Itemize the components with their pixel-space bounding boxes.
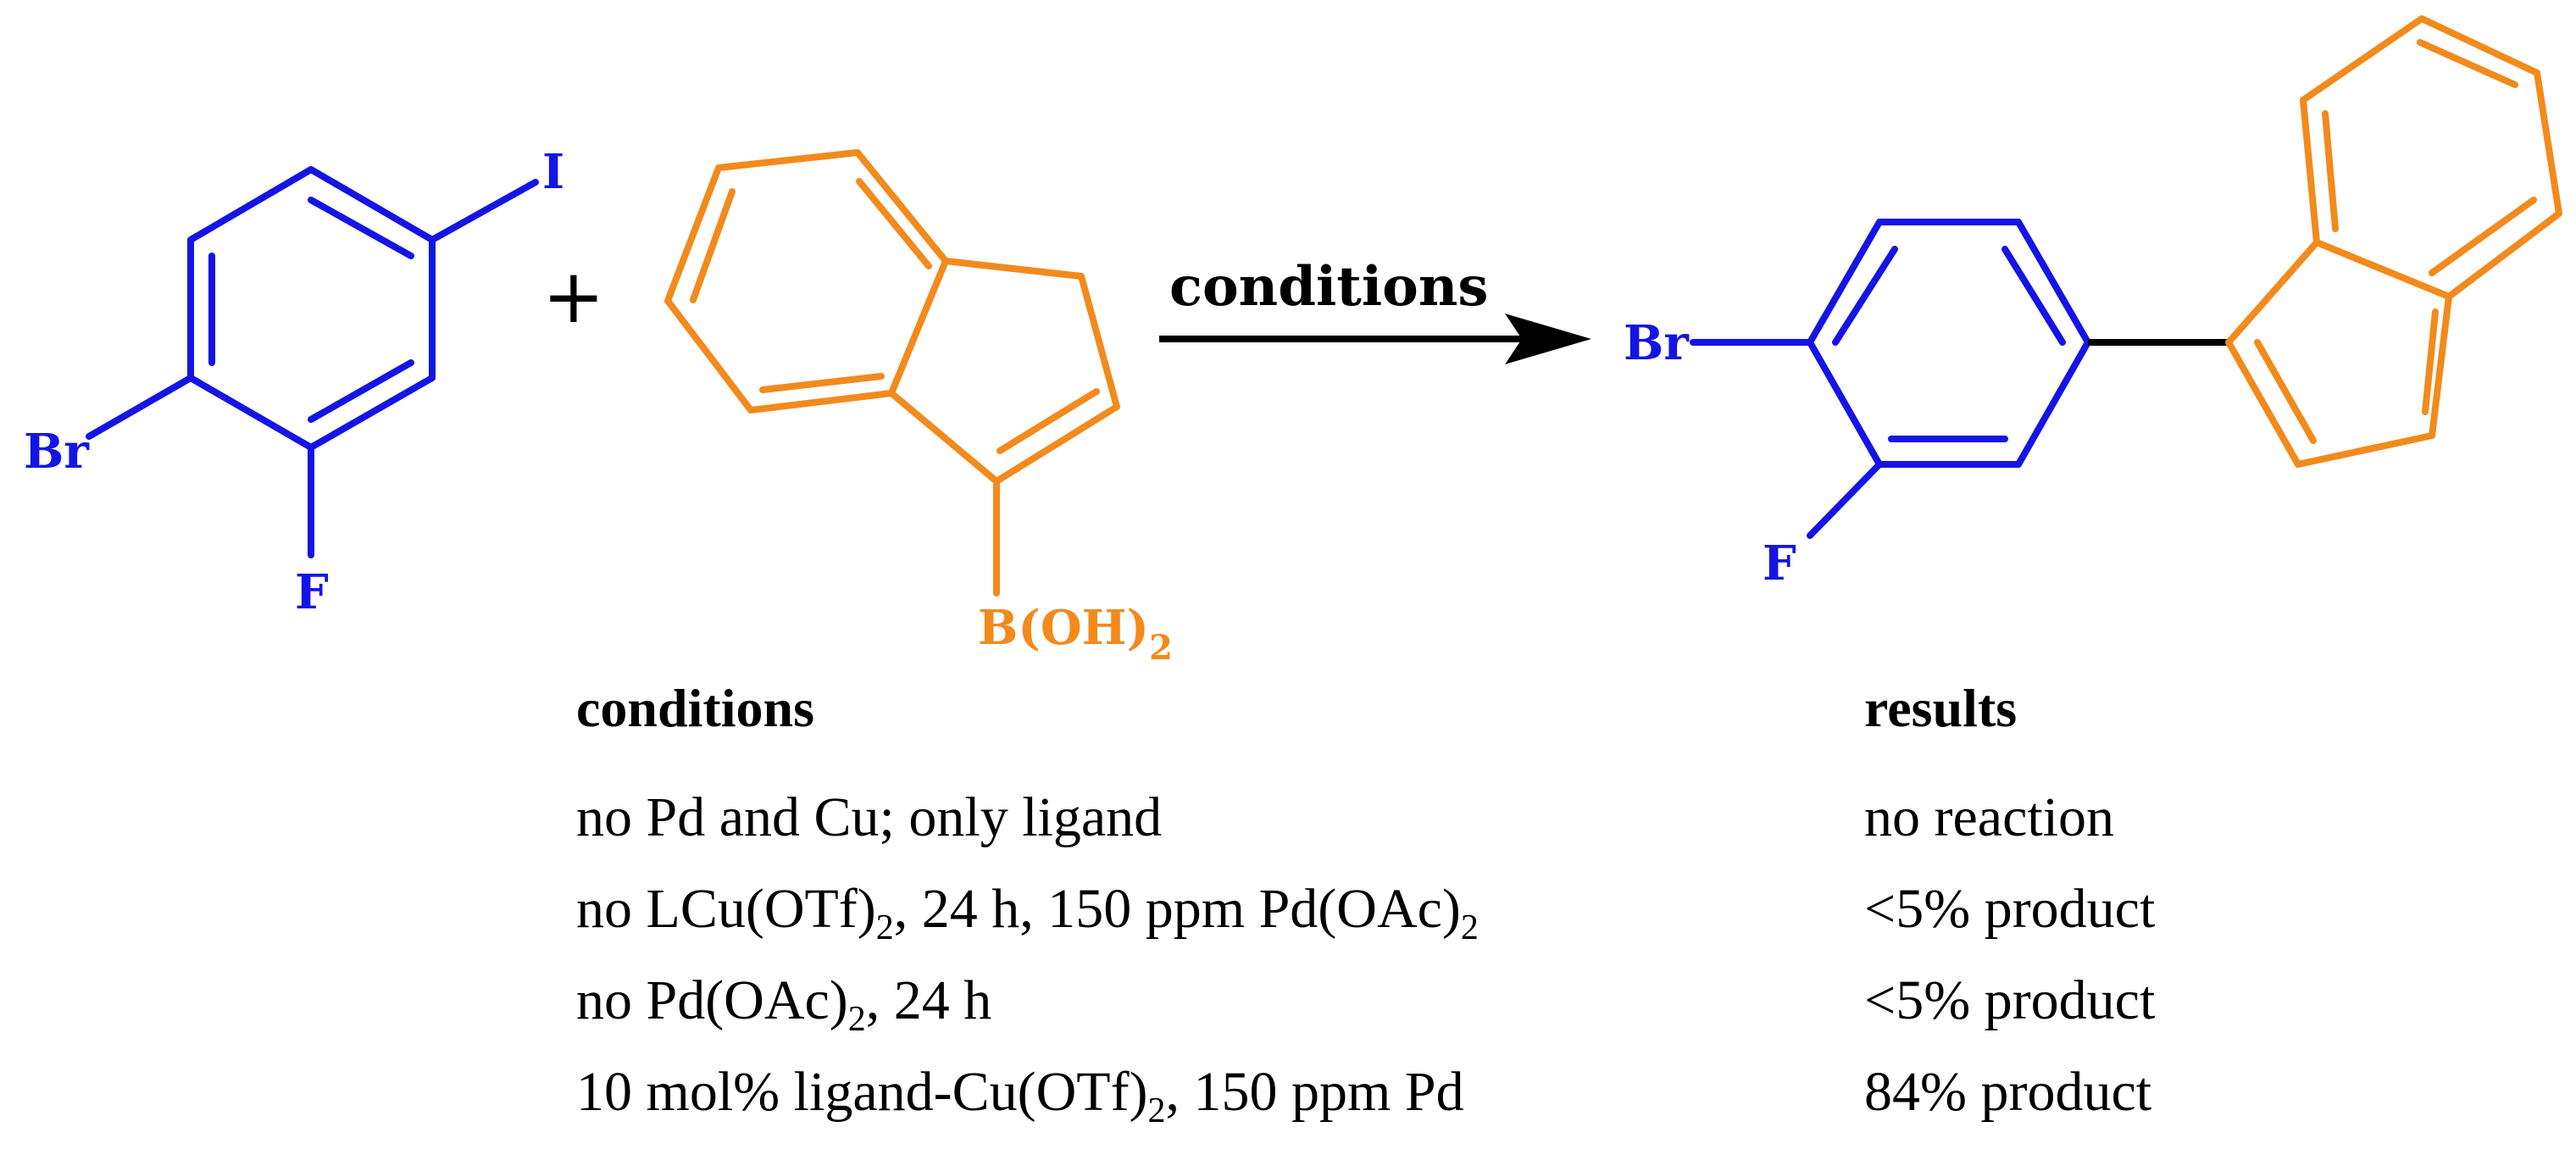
conditions-header: conditions <box>576 678 814 738</box>
reactant-b-double-bond <box>690 188 736 303</box>
bond-to-iodine <box>429 179 539 243</box>
product-b-double-bond <box>2422 308 2439 415</box>
condition-row-2: no LCu(OTf)2, 24 h, 150 ppm Pd(OAc)2 <box>576 878 1479 948</box>
result-row-4: 84% product <box>1864 1061 2152 1123</box>
product-bond-to-fluorine <box>1807 461 1883 539</box>
iodine-label: I <box>542 144 564 200</box>
reactant-b-double-bond <box>997 388 1100 454</box>
results-header: results <box>1864 678 2018 738</box>
result-row-1: no reaction <box>1864 786 2115 848</box>
reaction-scheme: I Br F + B(OH)2 conditions Br F <box>24 15 2562 661</box>
product-a-double-bond <box>1832 246 1898 346</box>
product-b-double-bond <box>2429 197 2537 276</box>
reactant-b-double-bond <box>759 373 885 393</box>
bond-to-bromine <box>86 375 194 440</box>
product-b-five-ring <box>2225 239 2452 468</box>
bromine-label: Br <box>24 424 90 480</box>
boronic-acid-label: B(OH)2 <box>978 600 1173 661</box>
arrow-label: conditions <box>1169 255 1488 319</box>
product-indenyl <box>2225 15 2562 468</box>
fluorine-label: F <box>295 564 329 620</box>
product-a-double-bond <box>2001 246 2066 346</box>
reaction-arrow <box>1159 314 1591 364</box>
condition-row-3: no Pd(OAc)2, 24 h <box>576 969 992 1040</box>
reactant-indenyl-boronic-acid <box>664 149 1120 597</box>
plus-sign: + <box>542 253 605 340</box>
result-row-3: <5% product <box>1864 969 2156 1031</box>
product-b-double-bond <box>2417 39 2518 88</box>
product-aryl-ring <box>1690 219 2091 539</box>
product-b-double-bond <box>2254 339 2317 444</box>
result-row-2: <5% product <box>1864 878 2156 940</box>
condition-row-4: 10 mol% ligand-Cu(OTf)2, 150 ppm Pd <box>576 1061 1464 1131</box>
condition-row-1: no Pd and Cu; only ligand <box>576 786 1163 848</box>
reactant-b-double-bond <box>856 178 932 269</box>
reactant-aryl-iodide <box>86 166 539 558</box>
product-fluorine-label: F <box>1763 536 1796 591</box>
product-bromine-label: Br <box>1624 315 1690 371</box>
reactant-a-double-bond <box>308 197 414 259</box>
reactant-b-five-ring <box>888 258 1120 485</box>
product-b-double-bond <box>2322 110 2339 232</box>
reactant-a-double-bond <box>308 359 414 423</box>
